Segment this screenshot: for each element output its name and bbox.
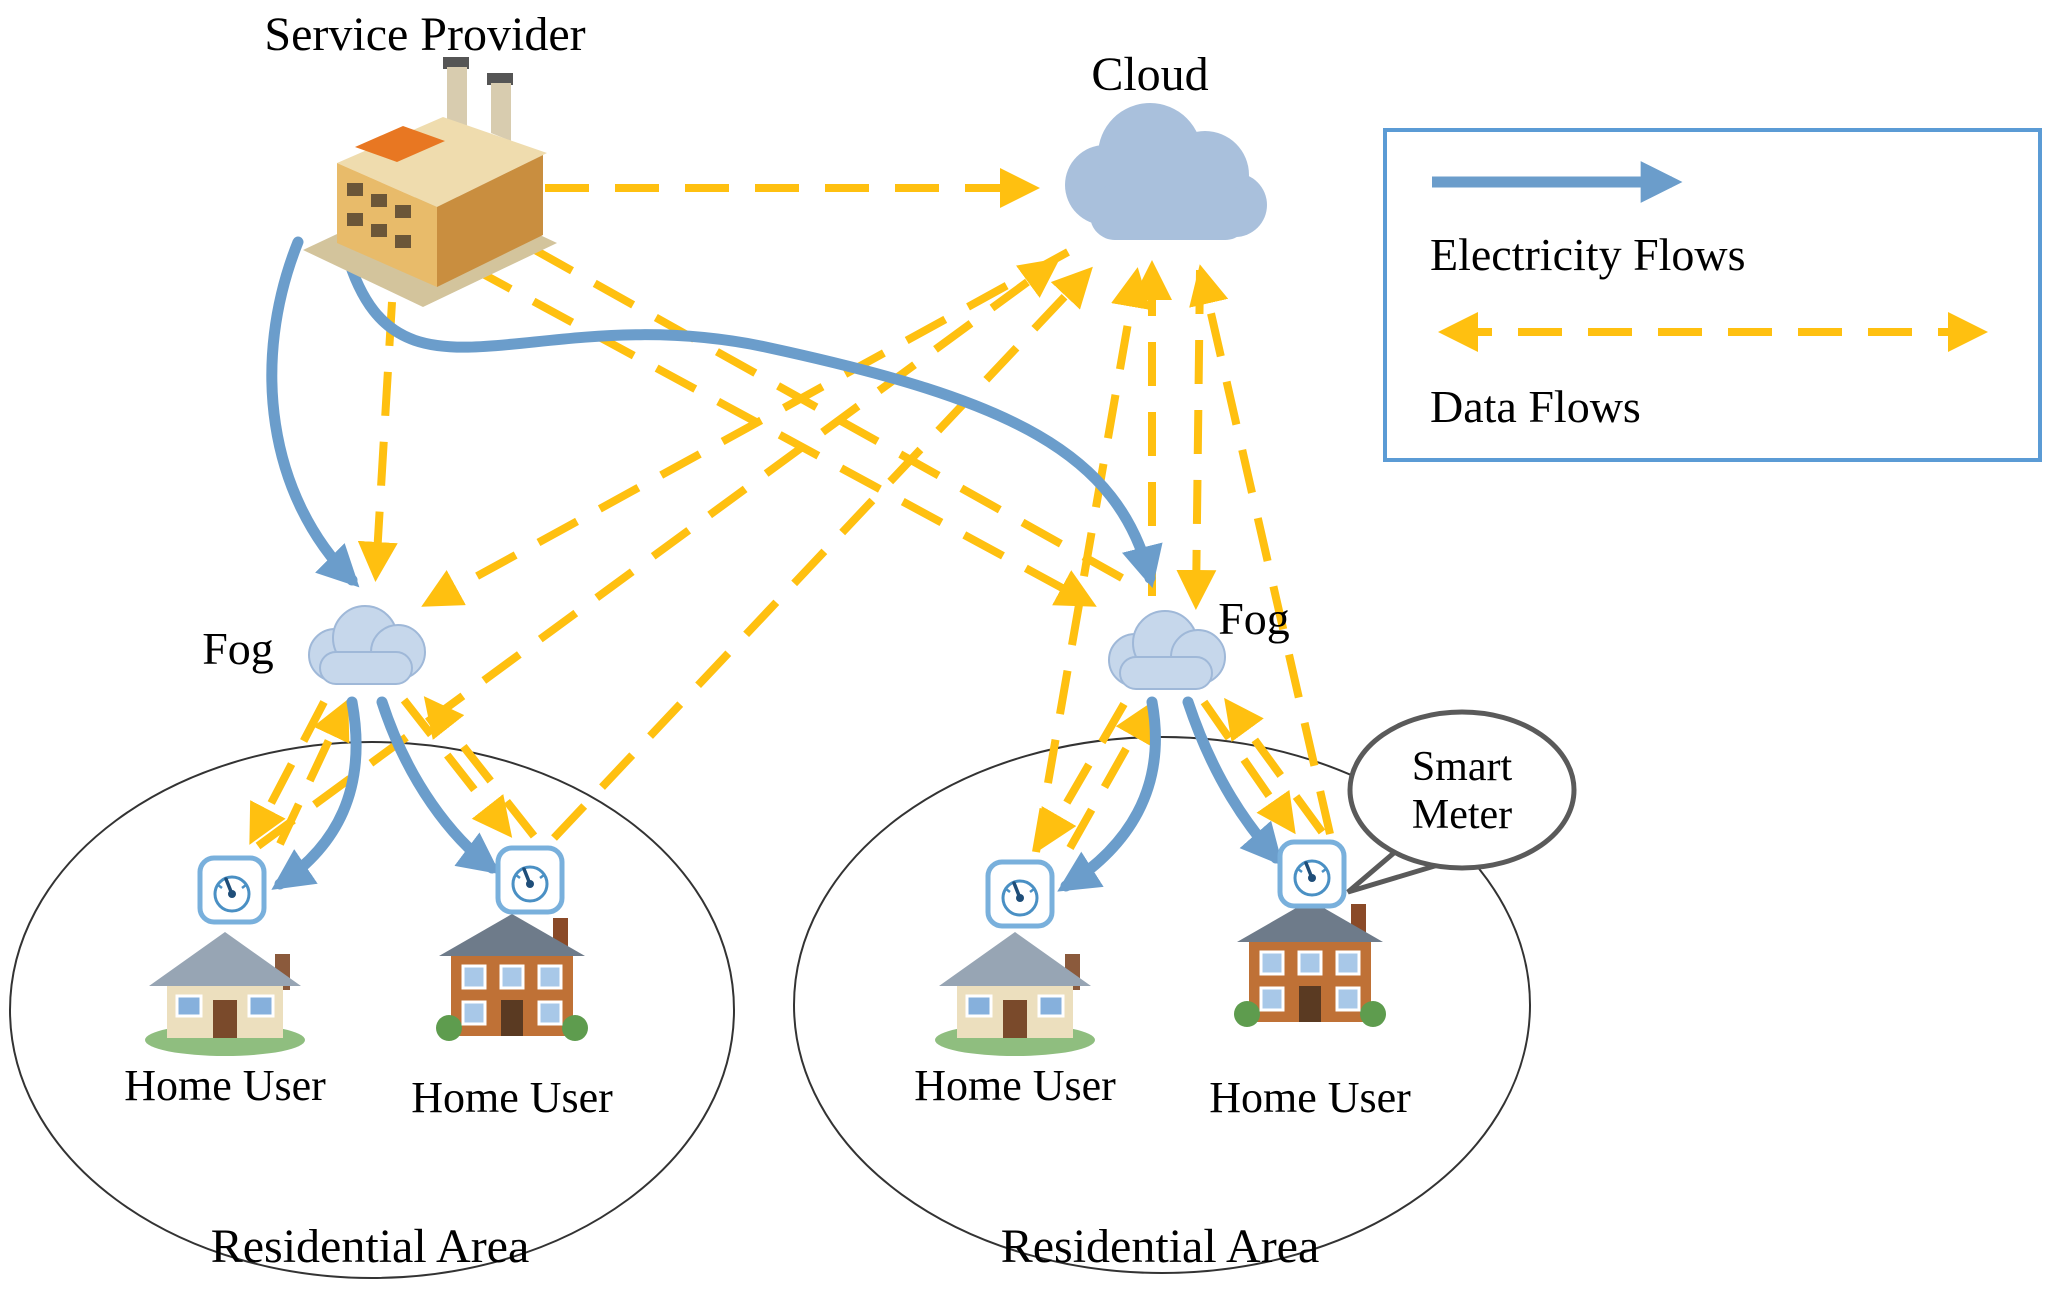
data-flow-fog-right-to-sp [483,221,1124,582]
smart-meter-callout-line1: Smart [1412,744,1513,790]
callout-bubble [1347,709,1577,871]
data-flow-fog-right-to-meter4 [1200,699,1296,835]
electricity-sp-to-fog-left [266,236,360,588]
data-flow-meter1-to-fog-left [276,698,350,846]
data-flow-cloud-to-fog-right [1176,269,1217,610]
home-user-4-house-icon [1232,898,1388,1029]
home-user-3-house-icon [933,930,1097,1058]
data-flow-meter3-to-cloud [1032,267,1151,853]
data-flow-sp-to-fog-right [470,264,1097,607]
data-flow-sp-to-fog-left [357,301,398,582]
data-flow-meter3-to-fog-right [1066,701,1153,850]
residential-area-left-label: Residential Area [211,1220,530,1273]
factory-chimney [491,83,511,141]
smart-meter-4-icon [1280,842,1344,906]
home-user-1-label: Home User [124,1061,326,1110]
factory-windows [347,183,411,248]
electricity-fog-left-to-meter2 [376,696,501,875]
residential-area-right-boundary [793,736,1531,1274]
factory-roof [337,117,547,207]
fog-right-label: Fog [1218,593,1290,644]
factory-roof-accent [355,126,445,162]
data-flow-fog-right-to-meter3 [1038,701,1128,851]
smart-meter-callout: Smart Meter [1346,709,1577,895]
legend-data-label: Data Flows [1430,381,1641,432]
electricity-fog-left-to-meter1 [271,696,362,890]
electricity-flow-edges [266,236,1283,892]
home-user-3-label: Home User [914,1061,1116,1110]
cloud-icon [1065,103,1267,240]
home-user-2-label: Home User [411,1073,613,1122]
data-flow-cloud-to-fog-left [421,248,1070,607]
data-flow-meter4-to-cloud [1189,264,1334,835]
data-flow-edges [249,168,1334,853]
data-flow-fog-left-to-meter2 [400,697,513,838]
smart-meter-callout-line2: Meter [1412,792,1512,838]
home-user-4-label: Home User [1209,1073,1411,1122]
legend: Electricity Flows Data Flows [1383,128,2042,462]
electricity-fog-right-to-meter3 [1057,696,1161,892]
smart-meter-1-icon [200,858,264,922]
fog-left-icon [308,605,426,685]
residential-area-left-boundary [9,741,735,1279]
home-user-2-house-icon [434,912,590,1043]
data-flow-meter4-to-fog-right [1224,697,1326,835]
factory-chimney [447,67,467,127]
service-provider-icon [303,57,557,307]
data-flow-fog-left-to-meter1 [249,700,328,845]
smart-meter-2-icon [498,848,562,912]
home-user-1-house-icon [143,930,307,1058]
electricity-sp-to-fog-right [339,242,1163,589]
data-flow-meter1-to-cloud [255,258,1061,850]
service-provider-label: Service Provider [264,8,585,61]
fog-right-icon [1108,610,1226,690]
data-flow-meter2-to-fog-left [423,696,538,839]
residential-area-right-label: Residential Area [1001,1220,1320,1273]
cloud-label: Cloud [1091,48,1208,101]
smart-meter-3-icon [988,862,1052,926]
factory-side-face [437,155,543,287]
electricity-fog-right-to-meter4 [1182,696,1283,866]
data-flow-meter2-to-cloud [551,266,1093,841]
fog-left-label: Fog [202,623,274,674]
legend-electricity-label: Electricity Flows [1430,229,1746,280]
